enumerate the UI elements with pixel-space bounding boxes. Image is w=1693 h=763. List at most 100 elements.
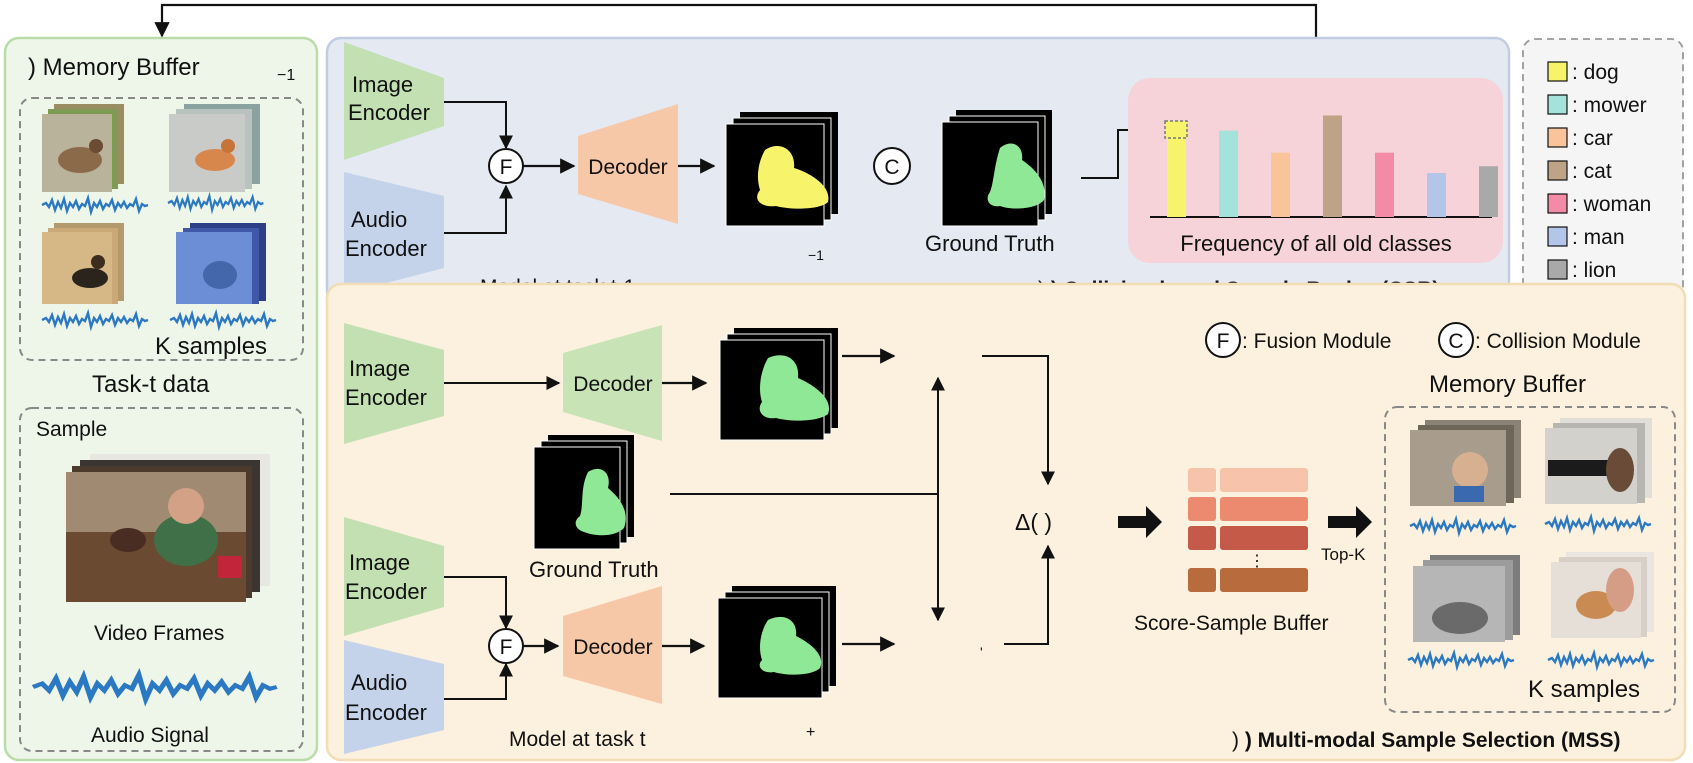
sample-box (19, 407, 304, 752)
legend-swatch (1547, 94, 1568, 115)
mss-memory-video-baby (1410, 420, 1521, 506)
bar-lion (1479, 166, 1498, 217)
bar-mower (1219, 130, 1238, 217)
mss-panel-bg (325, 282, 1687, 762)
memory-video-bird (42, 104, 124, 192)
sample-video-frames (66, 454, 270, 602)
mss-model-label: Model at task t (509, 728, 646, 751)
memory-video-dog (42, 223, 124, 304)
memory-video-lion (169, 104, 260, 192)
mss-decoder-bottom (563, 586, 662, 704)
mss-plus-mark: + (806, 724, 815, 741)
topk-label: Top-K (1321, 545, 1366, 564)
bar-woman (1375, 152, 1394, 217)
left-k-samples: K samples (155, 333, 267, 360)
csr-decoder-label: Decoder (588, 156, 667, 179)
mss-memory-video-piano (1545, 418, 1652, 504)
csr-arrow-image-to-fusion (444, 101, 513, 150)
mss-panel: F : Fusion Module C : Collision Module I… (325, 282, 1687, 762)
fusion-key-icon (1205, 322, 1241, 358)
legend-label: : dog (1572, 61, 1619, 84)
mss-pred-mask-bottom (717, 586, 836, 699)
mss-fusion-letter: F (500, 636, 513, 659)
mss-memory-video-guitar (1551, 552, 1654, 638)
score-sample-buffer: ⋮ (1188, 468, 1308, 592)
csr-audio-encoder (344, 172, 444, 294)
memory-video-man (176, 223, 266, 304)
left-panel: ) Memory Buffer −1 K samples Task-t data… (3, 36, 319, 762)
mss-image-encoder-bottom (344, 517, 444, 636)
collision-key-letter: C (1448, 330, 1463, 353)
mss-title-bold: ) Multi-modal Sample Selection (MSS) (1245, 729, 1621, 752)
legend-label: : woman (1572, 193, 1651, 216)
score-buffer-ellipsis: ⋮ (1249, 553, 1265, 570)
bar-dog (1167, 122, 1186, 217)
mss-image-encoder-bottom-line1: Image (349, 550, 410, 575)
bar-car (1271, 152, 1290, 217)
csr-collision-module (873, 147, 911, 185)
mss-k-samples: K samples (1528, 676, 1640, 703)
csr-audio-encoder-line1: Audio (351, 207, 407, 232)
mss-ground-truth-mask (533, 435, 634, 550)
video-frames-label: Video Frames (94, 622, 224, 645)
mss-image-encoder-top-line2: Encoder (345, 385, 427, 410)
mss-arrow-audio-to-fusion (444, 662, 513, 700)
mss-arrow-image-to-fusion (444, 576, 513, 630)
fusion-key-letter: F (1217, 330, 1230, 353)
collision-key-icon (1438, 322, 1474, 358)
mss-audio-encoder (344, 640, 444, 754)
mss-ground-truth-label: Ground Truth (529, 557, 659, 582)
legend-swatch (1547, 127, 1568, 148)
legend-swatch (1547, 226, 1568, 247)
mss-memory-buffer-title: Memory Buffer (1429, 371, 1586, 398)
legend-label: : car (1572, 127, 1613, 150)
mss-image-encoder-top (344, 323, 444, 444)
csr-image-encoder-line2: Encoder (348, 100, 430, 125)
csr-fusion-letter: F (500, 156, 513, 179)
bar-man (1427, 173, 1446, 217)
mss-memory-buffer-box (1384, 406, 1676, 713)
legend-swatch (1547, 259, 1568, 280)
audio-signal-label: Audio Signal (91, 724, 209, 747)
fusion-key-label: : Fusion Module (1242, 330, 1391, 353)
legend-swatch (1547, 193, 1568, 214)
collision-key-label: : Collision Module (1475, 330, 1641, 353)
bar-cat (1323, 115, 1342, 217)
mss-decoder-top (563, 325, 662, 441)
mss-pred-mask-top (719, 328, 838, 441)
mss-tick-mark: ' (980, 644, 983, 660)
left-memory-buffer-sub: −1 (277, 67, 295, 84)
csr-image-encoder-line1: Image (352, 72, 413, 97)
csr-image-encoder (344, 42, 444, 160)
mss-arrow-to-delta-bottom (1004, 544, 1055, 645)
chart-dashed-selected-marker (1164, 120, 1188, 139)
score-sample-buffer-label: Score-Sample Buffer (1134, 612, 1329, 635)
legend-label: : lion (1572, 259, 1616, 282)
csr-ground-truth-label: Ground Truth (925, 231, 1055, 256)
mss-title: ) ) Multi-modal Sample Selection (MSS) (1232, 729, 1621, 752)
sample-label: Sample (36, 418, 107, 441)
class-legend: : dog: mower: car: cat: woman: man: lion (1522, 38, 1684, 305)
task-t-data-label: Task-t data (92, 371, 210, 398)
mss-decoder-bottom-label: Decoder (573, 636, 652, 659)
arrow-delta-to-buffer (1118, 506, 1162, 538)
csr-pred-sub: −1 (808, 247, 824, 263)
csr-ground-truth-mask (941, 110, 1052, 227)
legend-label: : man (1572, 226, 1625, 249)
legend-label: : cat (1572, 160, 1612, 183)
delta-function: Δ( ) (1015, 509, 1052, 535)
csr-panel: Image Encoder Audio Encoder F Decoder −1… (325, 36, 1511, 308)
mss-image-encoder-bottom-line2: Encoder (345, 579, 427, 604)
legend-swatch (1547, 61, 1568, 82)
mss-image-encoder-top-line1: Image (349, 356, 410, 381)
legend-swatch (1547, 160, 1568, 181)
csr-collision-letter: C (884, 156, 899, 179)
mss-memory-video-lion (1413, 555, 1520, 642)
arrow-buffer-to-memory (1328, 506, 1372, 538)
csr-arrow-audio-to-fusion (444, 184, 513, 234)
mss-audio-encoder-line2: Encoder (345, 700, 427, 725)
memory-buffer-box (19, 97, 304, 361)
frequency-chart: Frequency of all old classes (1128, 78, 1503, 263)
csr-decoder (578, 104, 678, 224)
